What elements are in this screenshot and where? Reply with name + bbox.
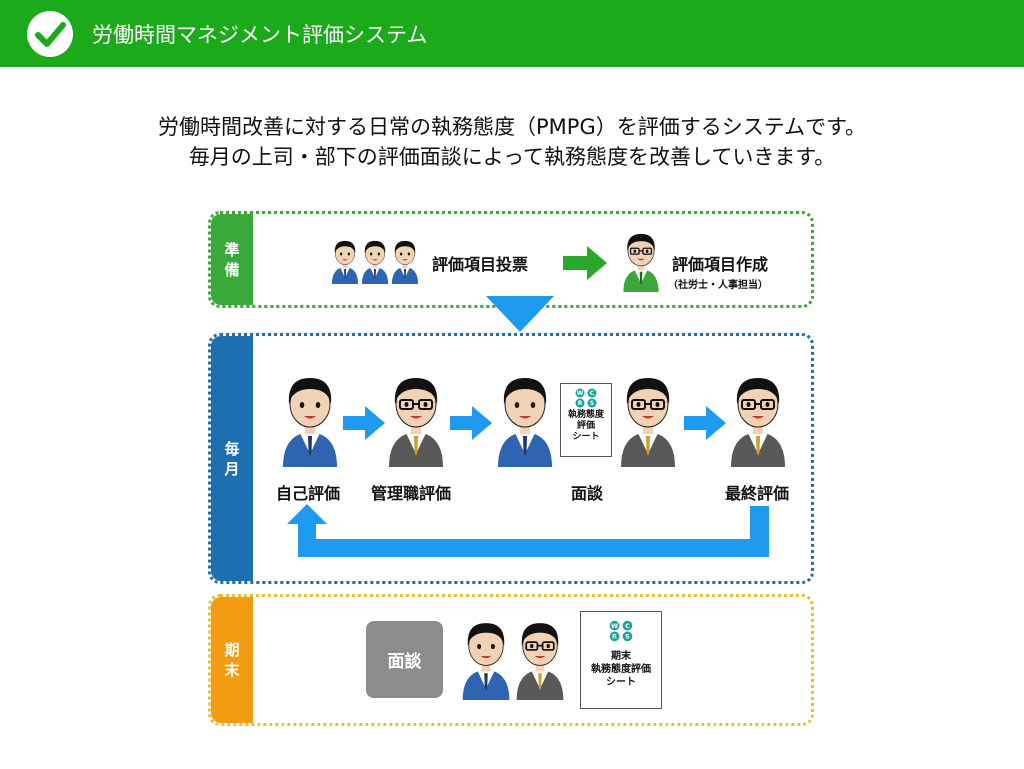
sheet-text-line: 執務態度 <box>567 410 604 420</box>
manager-icon <box>620 377 676 467</box>
consultant-icon <box>622 233 660 292</box>
intro-text: 労働時間改善に対する日常の執務態度（PMPG）を評価するシステムです。 毎月の上… <box>0 112 1024 172</box>
group-employees-icon <box>331 240 419 284</box>
step-item-creation: 評価項目作成 <box>672 255 769 274</box>
logo-letter: C <box>625 622 630 630</box>
monthly-label-char-1: 毎 <box>224 439 240 458</box>
prep-label-char-2: 備 <box>224 260 240 279</box>
sheet-text-line: シート <box>572 432 600 442</box>
check-circle-icon <box>27 11 73 57</box>
step-self-evaluation: 自己評価 <box>276 484 341 503</box>
end-term-panel: 期 末 <box>208 594 814 726</box>
step-manager-evaluation: 管理職評価 <box>371 484 452 503</box>
end-label-char-2: 末 <box>224 661 240 679</box>
final-evaluation-sheet: W C R S 期末 執務態度評価 シート <box>580 611 662 709</box>
intro-line-2: 毎月の上司・部下の評価面談によって執務態度を改善していきます。 <box>188 145 836 169</box>
logo-letter: W <box>611 622 618 630</box>
intro-line-1: 労働時間改善に対する日常の執務態度（PMPG）を評価するシステムです。 <box>158 115 866 139</box>
end-label-char-1: 期 <box>224 641 240 659</box>
monthly-section-label: 毎 月 <box>211 336 253 581</box>
end-section-label: 期 末 <box>211 597 253 723</box>
arrow-right-icon <box>343 406 385 440</box>
logo-letter: W <box>577 390 584 397</box>
evaluation-sheet: W C R S 執務態度 評価 シート <box>560 383 612 457</box>
subordinate-icon <box>497 377 553 467</box>
arrow-right-icon <box>563 246 607 280</box>
manager-icon <box>388 377 444 467</box>
loop-back-arrow-icon <box>287 504 769 557</box>
interview-badge: 面談 <box>366 621 443 698</box>
arrow-down-icon <box>486 296 554 332</box>
prep-section-label: 準 備 <box>211 214 253 305</box>
app-title: 労働時間マネジメント評価システム <box>92 23 428 47</box>
logo-letter: R <box>612 633 617 641</box>
prep-panel: 準 備 <box>208 211 814 308</box>
app-header: 労働時間マネジメント評価システム <box>0 0 1024 67</box>
arrow-right-icon <box>450 406 492 440</box>
step-interview: 面談 <box>571 484 604 503</box>
manager-icon <box>515 622 565 700</box>
monthly-label-char-2: 月 <box>224 459 240 478</box>
sheet-text-line: 執務態度評価 <box>591 664 651 675</box>
wcrs-logo-icon: W C R S <box>609 620 633 642</box>
subordinate-icon <box>462 622 510 700</box>
subordinate-icon <box>282 377 338 467</box>
step-item-voting: 評価項目投票 <box>432 255 529 274</box>
logo-letter: S <box>625 633 630 641</box>
sheet-text-line: 評価 <box>576 421 595 431</box>
logo-letter: R <box>578 400 583 407</box>
sheet-text-line: シート <box>606 677 636 688</box>
logo-letter: C <box>590 390 595 397</box>
sheet-text-line: 期末 <box>611 651 631 662</box>
prep-label-char-1: 準 <box>224 240 240 259</box>
arrow-right-icon <box>684 406 726 440</box>
step-final-evaluation: 最終評価 <box>725 484 790 503</box>
manager-icon <box>730 377 786 467</box>
wcrs-logo-icon: W C R S <box>575 388 597 408</box>
logo-letter: S <box>590 400 594 407</box>
step-item-creation-note: （社労士・人事担当） <box>668 280 768 291</box>
